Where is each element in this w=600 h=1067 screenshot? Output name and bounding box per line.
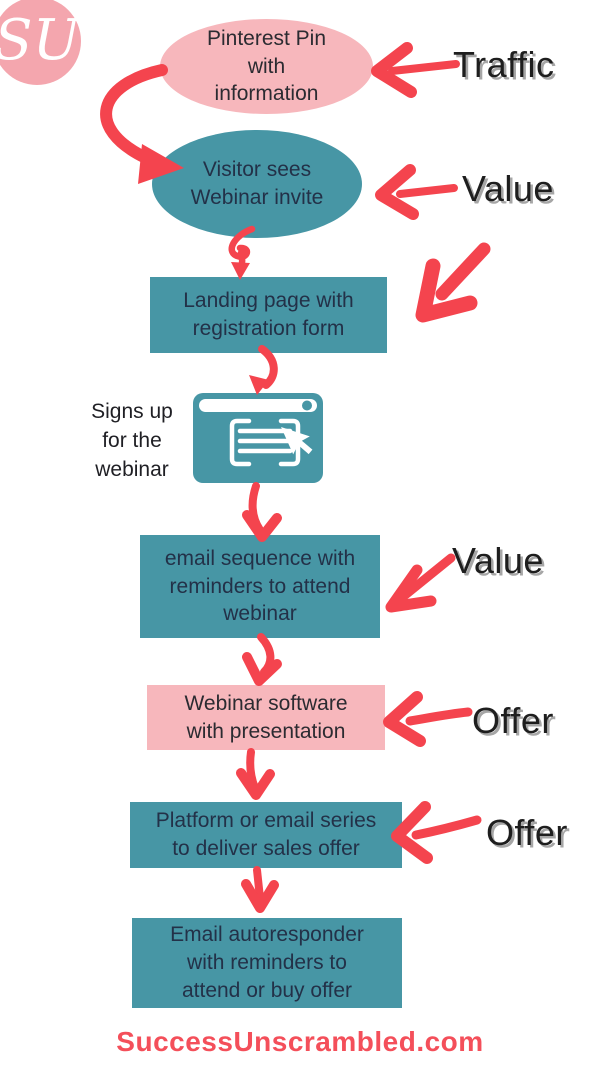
arrow-offer-1: [383, 691, 473, 747]
arrow-head: [236, 768, 275, 800]
flow-node-webinar-software: Webinar software with presentation: [147, 685, 385, 750]
arrow-head: [385, 564, 437, 613]
arrow-head: [375, 164, 419, 220]
node-label: Platform or email series to deliver sale…: [155, 809, 377, 860]
brand-footer: SuccessUnscrambled.com: [116, 1026, 484, 1057]
arrow-shaft: [411, 815, 482, 840]
su-logo-icon: SU: [0, 0, 82, 85]
form-bracket-left: [229, 418, 252, 467]
annotation-offer-2: Offer: [486, 812, 568, 853]
arrow-value-2: [385, 553, 456, 613]
arrow-shaft: [237, 249, 246, 273]
arrow-platform-to-autoresponder: [241, 866, 279, 913]
arrow-head: [242, 652, 282, 686]
arrow-head: [241, 879, 279, 913]
arrow-value-1: [375, 164, 458, 220]
annotation-value-1: Value: [462, 168, 554, 209]
arrow-head: [415, 258, 478, 323]
arrow-big-diagonal: [415, 242, 491, 323]
flow-node-email-sequence: email sequence with reminders to attend …: [140, 535, 380, 638]
arrow-head: [242, 510, 282, 542]
flow-node-landing-page: Landing page with registration form: [150, 277, 387, 353]
arrow-email-to-webinar: [242, 633, 282, 686]
flow-node-pinterest-pin: Pinterest Pin with information: [160, 19, 373, 114]
logo-circle: [0, 0, 81, 85]
flow-node-autoresponder: Email autoresponder with reminders to at…: [132, 918, 402, 1008]
arrow-shaft: [405, 707, 473, 726]
flow-node-visitor-invite: Visitor sees Webinar invite: [152, 130, 362, 238]
node-label: Pinterest Pin with information: [206, 26, 327, 106]
arrow-traffic: [371, 42, 460, 98]
annotation-offer-1: Offer: [472, 700, 554, 741]
cursor-icon: [281, 427, 313, 455]
browser-form-cursor-icon: [193, 393, 323, 483]
node-label: Email autoresponder with reminders to at…: [170, 923, 364, 1002]
arrow-shaft: [396, 184, 458, 198]
arrow-shaft: [388, 60, 460, 75]
node-label: Visitor sees Webinar invite: [190, 158, 324, 209]
flow-node-sales-platform: Platform or email series to deliver sale…: [130, 802, 402, 868]
arrow-shaft: [435, 242, 491, 301]
arrow-signup-to-email: [242, 482, 282, 542]
arrow-shaft: [257, 633, 275, 676]
arrow-offer-2: [391, 801, 482, 864]
node-label: Webinar software with presentation: [184, 691, 348, 743]
node-label: email sequence with reminders to attend …: [164, 546, 356, 626]
node-label: Landing page with registration form: [183, 289, 354, 340]
arrow-head: [249, 375, 269, 395]
arrow-shaft: [246, 748, 259, 792]
arrow-shaft: [253, 866, 264, 902]
annotation-traffic: Traffic: [453, 44, 555, 85]
arrow-webinar-to-platform: [236, 748, 275, 800]
annotation-value-2: Value: [452, 540, 544, 581]
browser-address-bar: [199, 399, 317, 412]
arrow-head: [371, 42, 417, 98]
arrow-landing-to-signup: [249, 345, 278, 395]
arrow-shaft: [258, 345, 278, 389]
arrow-shaft: [399, 553, 456, 601]
arrow-head: [383, 691, 426, 747]
arrow-shaft: [248, 482, 264, 534]
browser-bar-dot: [302, 400, 312, 411]
signup-side-note: Signs up for the webinar: [91, 400, 173, 481]
browser-window: [193, 393, 323, 483]
logo-monogram: SU: [0, 8, 82, 73]
arrow-shaft: [100, 64, 168, 164]
